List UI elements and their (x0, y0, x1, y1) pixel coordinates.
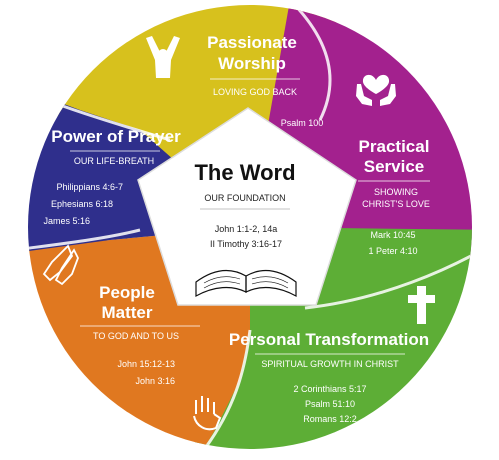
people-title-line2: Matter (101, 303, 152, 322)
center-ref-2: II Timothy 3:16-17 (210, 239, 282, 249)
center-label: The Word OUR FOUNDATION John 1:1-2, 14a … (194, 160, 295, 249)
heart-shape (362, 74, 390, 94)
seam-transformation-people (198, 329, 252, 449)
transformation-ref-1: 2 Corinthians 5:17 (293, 384, 366, 394)
center-title: The Word (194, 160, 295, 185)
prayer-ref-2: Ephesians 6:18 (51, 199, 113, 209)
helping-hands-icon (193, 396, 222, 431)
worship-label: Passionate Worship LOVING GOD BACK Psalm… (207, 33, 323, 128)
hands-holding-heart-icon (356, 74, 396, 106)
bible-lines-right (251, 276, 289, 289)
seam-people-prayer (28, 228, 141, 254)
people-ref-2: John 3:16 (135, 376, 175, 386)
service-title-line2: Service (364, 157, 425, 176)
people-ref-1: John 15:12-13 (117, 359, 175, 369)
prayer-subtitle: OUR LIFE-BREATH (74, 156, 154, 166)
transformation-title: Personal Transformation (229, 330, 429, 349)
hand-outline (193, 396, 222, 431)
worship-subtitle: LOVING GOD BACK (213, 87, 297, 97)
right-hand (380, 84, 396, 106)
prayer-title: Power of Prayer (51, 127, 181, 146)
cross-vertical (417, 286, 426, 324)
left-hand (356, 84, 372, 106)
center-ref-1: John 1:1-2, 14a (215, 224, 278, 234)
prayer-ref-1: Philippians 4:6-7 (56, 182, 123, 192)
seam-worship-service (288, 5, 332, 121)
prayer-label: Power of Prayer OUR LIFE-BREATH Philippi… (43, 127, 181, 226)
bible-right-page (245, 270, 297, 298)
praying-hands-icon (42, 244, 79, 286)
people-label: People Matter TO GOD AND TO US John 15:1… (80, 283, 200, 386)
cross-horizontal (408, 295, 435, 303)
center-subtitle: OUR FOUNDATION (204, 193, 285, 203)
transformation-ref-3: Romans 12:2 (303, 414, 357, 424)
service-label: Practical Service SHOWING CHRIST'S LOVE … (358, 137, 430, 256)
seam-service-transformation (304, 238, 472, 310)
transformation-subtitle: SPIRITUAL GROWTH IN CHRIST (261, 359, 399, 369)
people-subtitle: TO GOD AND TO US (93, 331, 179, 341)
open-bible-icon (195, 270, 297, 298)
praying-hand-left (42, 244, 74, 282)
service-subtitle-line2: CHRIST'S LOVE (362, 199, 430, 209)
cross-icon (408, 286, 435, 324)
service-title-line1: Practical (359, 137, 430, 156)
service-subtitle-line1: SHOWING (374, 187, 418, 197)
worship-title-line1: Passionate (207, 33, 297, 52)
raised-hands-person-icon (146, 36, 180, 78)
transformation-ref-2: Psalm 51:10 (305, 399, 355, 409)
bible-lines-left (203, 276, 241, 289)
worship-title-line2: Worship (218, 54, 286, 73)
service-ref-2: 1 Peter 4:10 (368, 246, 417, 256)
center-pentagon (137, 107, 357, 306)
praying-hand-right (54, 248, 79, 286)
person-body (146, 36, 180, 78)
transformation-label: Personal Transformation SPIRITUAL GROWTH… (229, 330, 429, 424)
people-title-line1: People (99, 283, 155, 302)
prayer-ref-3: James 5:16 (43, 216, 90, 226)
service-ref-1: Mark 10:45 (370, 230, 415, 240)
worship-ref-1: Psalm 100 (281, 118, 324, 128)
